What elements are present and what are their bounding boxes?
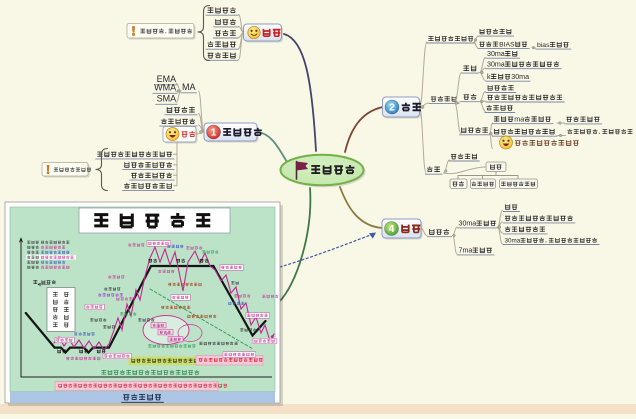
svg-text:bias: bias — [537, 42, 550, 49]
svg-text:7ma: 7ma — [459, 247, 473, 255]
svg-text:EMA: EMA — [157, 74, 177, 84]
svg-text:30ma: 30ma — [511, 73, 529, 81]
svg-text:1: 1 — [211, 127, 217, 139]
svg-text:2: 2 — [389, 102, 395, 114]
svg-text:4: 4 — [389, 223, 395, 235]
svg-text:MA: MA — [182, 82, 196, 92]
svg-text:WMA: WMA — [154, 83, 176, 93]
svg-text:30ma: 30ma — [505, 237, 521, 244]
svg-text:SMA: SMA — [157, 94, 177, 104]
svg-text:BIAS: BIAS — [499, 41, 515, 48]
svg-text:ma: ma — [514, 115, 524, 123]
svg-text:30ma: 30ma — [487, 60, 505, 68]
svg-text:30ma: 30ma — [459, 220, 477, 228]
svg-text:k: k — [487, 73, 491, 81]
svg-text:30ma: 30ma — [487, 50, 505, 58]
